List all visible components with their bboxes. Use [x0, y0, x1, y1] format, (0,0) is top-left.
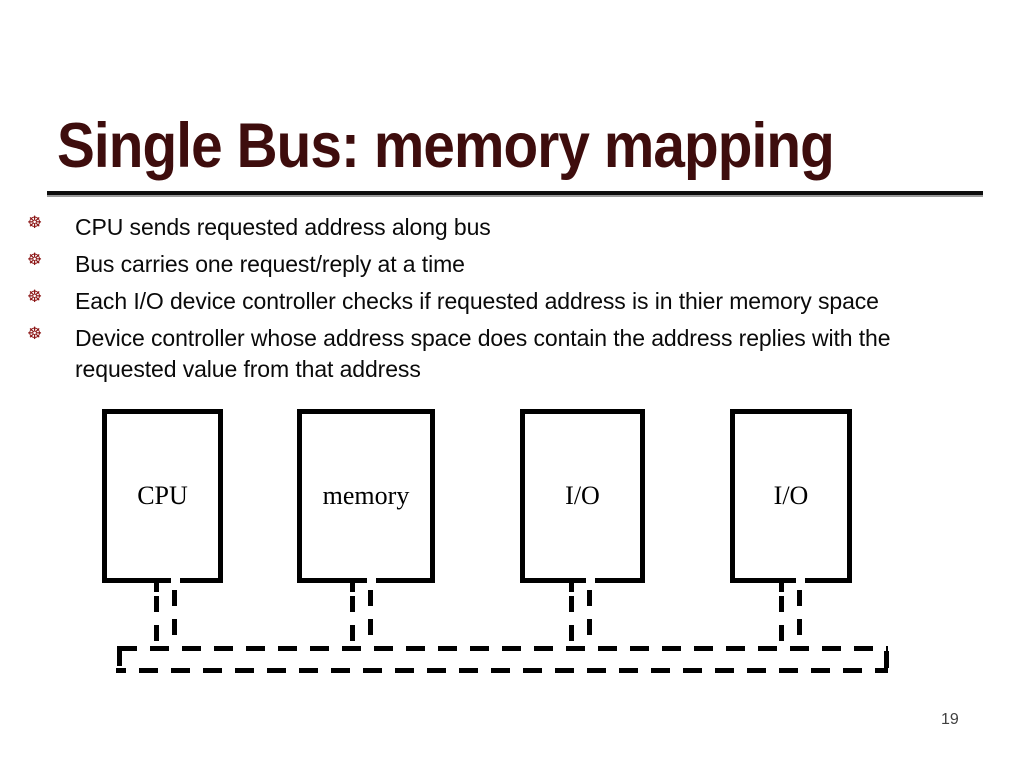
bus-connector-line: [154, 596, 159, 648]
cpu-box: CPU: [102, 409, 223, 583]
wheel-bullet-icon: ☸: [27, 324, 43, 344]
connector-stub: [350, 583, 355, 592]
bullet-text: Device controller whose address space do…: [75, 325, 891, 351]
memory-box-label: memory: [322, 481, 410, 510]
bullet-item: ☸ Each I/O device controller checks if r…: [0, 286, 1010, 317]
wheel-bullet-icon: ☸: [27, 250, 43, 270]
connector-stub: [154, 583, 159, 592]
bus-connector-line: [368, 590, 373, 648]
connector-stub: [779, 583, 784, 592]
io-box-2: I/O: [730, 409, 852, 583]
wheel-bullet-icon: ☸: [27, 213, 43, 233]
bus-connector-line: [569, 596, 574, 648]
bullet-item: ☸ Bus carries one request/reply at a tim…: [0, 249, 1010, 280]
bullet-item: ☸ Device controller whose address space …: [0, 323, 1010, 385]
bullet-item: ☸ CPU sends requested address along bus: [0, 212, 1010, 243]
bus-connector-line: [350, 596, 355, 648]
border-notch: [171, 577, 180, 583]
bullet-text: Bus carries one request/reply at a time: [75, 251, 465, 277]
memory-box: memory: [297, 409, 435, 583]
io-box-1: I/O: [520, 409, 645, 583]
border-notch: [367, 577, 376, 583]
border-notch: [586, 577, 595, 583]
bullet-text: CPU sends requested address along bus: [75, 214, 491, 240]
bus-top-edge: [118, 646, 888, 651]
border-notch: [796, 577, 805, 583]
io-box-1-label: I/O: [565, 481, 600, 510]
bullet-text: Each I/O device controller checks if req…: [75, 288, 879, 314]
bus-bottom-edge: [116, 668, 888, 673]
bullet-text: requested value from that address: [75, 356, 421, 382]
cpu-box-label: CPU: [137, 481, 188, 510]
connector-stub: [569, 583, 574, 592]
bus-connector-line: [172, 590, 177, 648]
page-number: 19: [941, 711, 959, 728]
bus-left-edge: [117, 646, 122, 666]
slide-title: Single Bus: memory mapping: [57, 111, 835, 181]
bus-connector-line: [797, 590, 802, 648]
bus-connector-line: [587, 590, 592, 648]
bullet-list: ☸ CPU sends requested address along bus …: [0, 212, 1010, 391]
bus-right-edge: [884, 651, 889, 668]
bus-connector-line: [779, 596, 784, 648]
wheel-bullet-icon: ☸: [27, 287, 43, 307]
io-box-2-label: I/O: [773, 481, 809, 510]
title-underline: [47, 191, 983, 197]
